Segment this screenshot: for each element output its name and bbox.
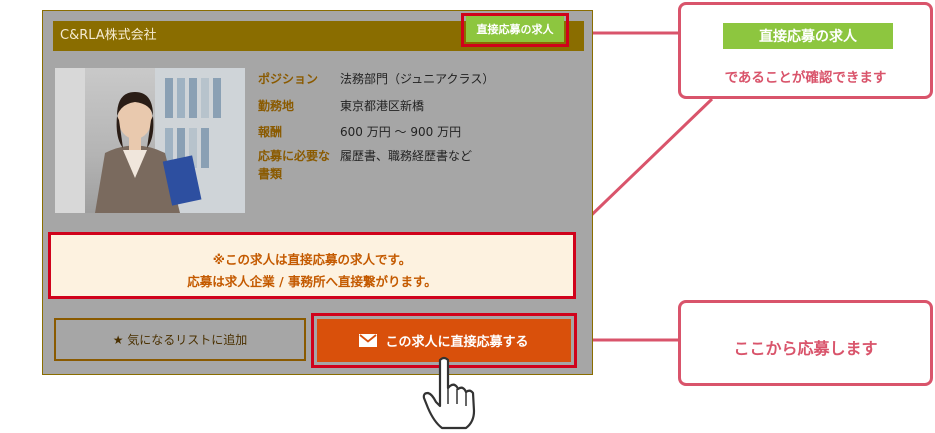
- info-value: 東京都港区新橋: [340, 99, 425, 113]
- info-value: 法務部門（ジュニアクラス）: [340, 72, 495, 86]
- info-value: 履歴書、職務経歴書など: [340, 149, 473, 163]
- add-to-favorites-button[interactable]: ★ 気になるリストに追加: [54, 318, 306, 361]
- callout-text: であることが確認できます: [724, 70, 887, 86]
- info-label: 報酬: [258, 125, 283, 139]
- direct-apply-button[interactable]: この求人に直接応募する: [317, 319, 571, 362]
- callout-apply-here: ここから応募します: [678, 300, 933, 386]
- envelope-icon: [359, 334, 378, 347]
- info-label: 応募に必要な: [258, 149, 331, 163]
- callout-direct-badge: 直接応募の求人 であることが確認できます: [678, 2, 933, 99]
- office-woman-illustration: [55, 68, 245, 213]
- notice-line-2: 応募は求人企業 / 事務所へ直接繋がります。: [187, 274, 437, 289]
- info-label: 書類: [258, 167, 283, 181]
- job-photo: [55, 68, 245, 213]
- callout-badge: 直接応募の求人: [723, 23, 893, 49]
- direct-apply-label: この求人に直接応募する: [385, 335, 529, 350]
- direct-apply-notice: ※この求人は直接応募の求人です。 応募は求人企業 / 事務所へ直接繋がります。: [48, 232, 576, 299]
- info-label: ポジション: [258, 72, 319, 86]
- info-value: 600 万円 〜 900 万円: [340, 125, 462, 139]
- direct-apply-badge: 直接応募の求人: [466, 16, 564, 42]
- company-name: C&RLA株式会社: [60, 28, 157, 43]
- callout-text: ここから応募します: [733, 339, 878, 358]
- notice-line-1: ※この求人は直接応募の求人です。: [212, 252, 412, 267]
- pointer-hand-icon: [422, 356, 476, 430]
- info-label: 勤務地: [258, 99, 295, 113]
